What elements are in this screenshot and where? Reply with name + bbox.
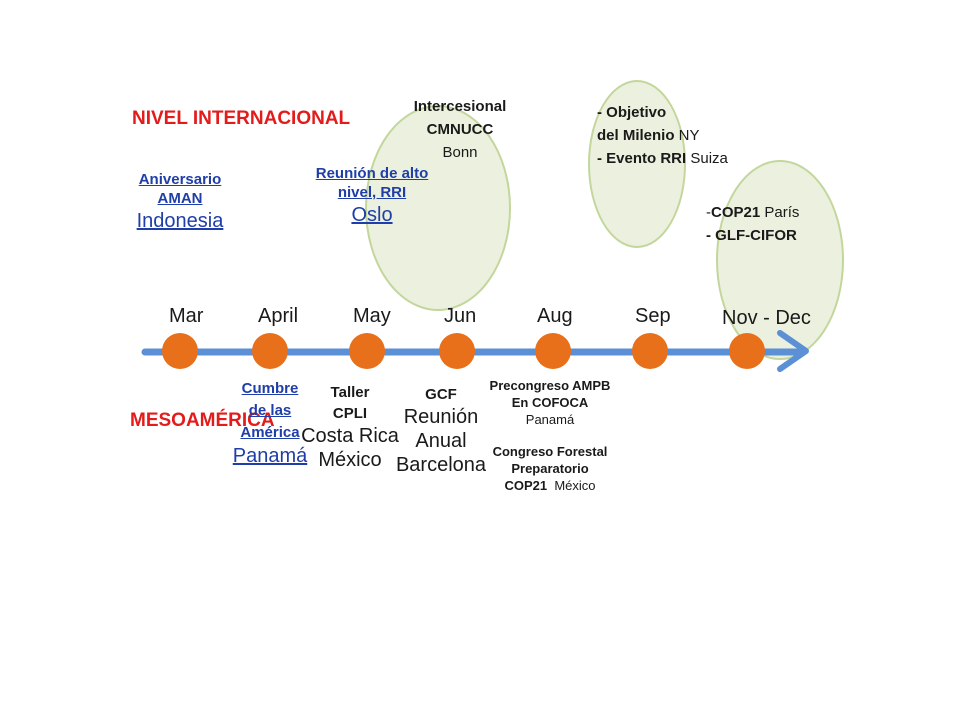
event-congreso-forestal: Congreso Forestal Preparatorio COP21 Méx…: [470, 443, 630, 494]
event-oslo-place[interactable]: Oslo: [351, 204, 393, 226]
month-label-nov-dec: Nov - Dec: [722, 307, 811, 329]
event-cop21-line1: -COP21 París: [706, 201, 799, 224]
event-aman[interactable]: Aniversario AMAN Indonesia: [110, 170, 250, 233]
event-ny-line2-place: NY: [674, 127, 700, 144]
event-glf-line: - GLF-CIFOR: [706, 227, 797, 244]
month-label-jun: Jun: [444, 305, 477, 327]
event-ny-line1: - Objetivo: [597, 104, 667, 121]
event-taller: Taller CPLI Costa Rica México: [295, 382, 405, 472]
event-precongreso-line1: Precongreso AMPB: [489, 378, 611, 393]
month-label-aug: Aug: [537, 305, 573, 327]
month-label-mar: Mar: [169, 305, 204, 327]
event-taller-place2: México: [318, 449, 382, 471]
event-cop21-dash: -: [706, 204, 711, 221]
event-congreso-line3: COP21 México: [470, 477, 630, 494]
milestone-dot-nov-dec: [729, 333, 765, 369]
event-congreso-line1: Congreso Forestal: [492, 444, 608, 459]
event-ny-line3-place: Suiza: [686, 150, 728, 167]
event-aman-line1[interactable]: Aniversario: [138, 171, 222, 188]
event-bonn: Intercesional CMNUCC Bonn: [392, 95, 528, 164]
event-gcf-line2: Reunión: [403, 406, 479, 428]
event-cumbre-line1[interactable]: Cumbre: [241, 380, 299, 397]
event-ny-line2: del Milenio NY: [597, 124, 728, 147]
event-oslo-line1[interactable]: Reunión de alto: [315, 165, 429, 182]
event-congreso-line3-place: México: [547, 478, 596, 493]
cop-highlight-ellipse: [716, 160, 844, 360]
month-label-april: April: [258, 305, 299, 327]
milestone-dot-mar: [162, 333, 198, 369]
event-ny-line3: - Evento RRI Suiza: [597, 147, 728, 170]
event-ny-line2-bold: del Milenio: [597, 127, 675, 144]
event-oslo-line2[interactable]: nivel, RRI: [337, 184, 407, 201]
event-precongreso-line3: Panamá: [525, 412, 575, 427]
mesoamerica-heading: MESOAMÉRICA: [130, 410, 275, 431]
milestone-dot-aug: [535, 333, 571, 369]
event-taller-line1: Taller: [330, 384, 370, 401]
event-bonn-place: Bonn: [442, 144, 478, 161]
month-label-sep: Sep: [635, 305, 671, 327]
event-oslo[interactable]: Reunión de alto nivel, RRI Oslo: [287, 164, 457, 227]
event-cop21: -COP21 París - GLF-CIFOR: [706, 201, 799, 247]
event-gcf-line4: Barcelona: [395, 454, 487, 476]
event-bonn-line2: CMNUCC: [426, 121, 494, 138]
event-aman-line2[interactable]: AMAN: [157, 190, 203, 207]
event-taller-line2: CPLI: [332, 405, 368, 422]
event-cumbre-line3[interactable]: América: [240, 424, 300, 441]
event-precongreso: Precongreso AMPB En COFOCA Panamá: [470, 377, 630, 428]
event-ny-line3-bold: - Evento RRI: [597, 150, 687, 167]
event-cumbre[interactable]: Cumbre de las América Panamá: [205, 378, 335, 468]
event-gcf-line3: Anual: [415, 430, 467, 452]
milestone-dot-sep: [632, 333, 668, 369]
international-heading: NIVEL INTERNACIONAL: [132, 108, 351, 129]
milestone-dot-may: [349, 333, 385, 369]
event-gcf-line1: GCF: [425, 386, 457, 403]
milestone-dot-april: [252, 333, 288, 369]
ny-highlight-ellipse: [588, 80, 686, 248]
event-ny-suiza: - Objetivo del Milenio NY - Evento RRI S…: [597, 101, 728, 170]
bonn-highlight-ellipse: [365, 105, 511, 311]
milestone-dot-jun: [439, 333, 475, 369]
event-aman-place[interactable]: Indonesia: [136, 210, 224, 232]
event-cop21-bold: COP21: [711, 204, 761, 221]
event-cumbre-line2[interactable]: de las: [248, 402, 292, 419]
event-taller-place1: Costa Rica: [301, 425, 399, 447]
event-cop21-place: París: [760, 204, 800, 221]
event-gcf: GCF Reunión Anual Barcelona: [382, 384, 500, 477]
event-congreso-line2: Preparatorio: [511, 461, 589, 476]
event-precongreso-line2: En COFOCA: [511, 395, 589, 410]
event-congreso-line3-bold: COP21: [504, 478, 548, 493]
event-cumbre-place[interactable]: Panamá: [232, 445, 308, 467]
month-label-may: May: [353, 305, 391, 327]
event-bonn-line1: Intercesional: [413, 98, 507, 115]
